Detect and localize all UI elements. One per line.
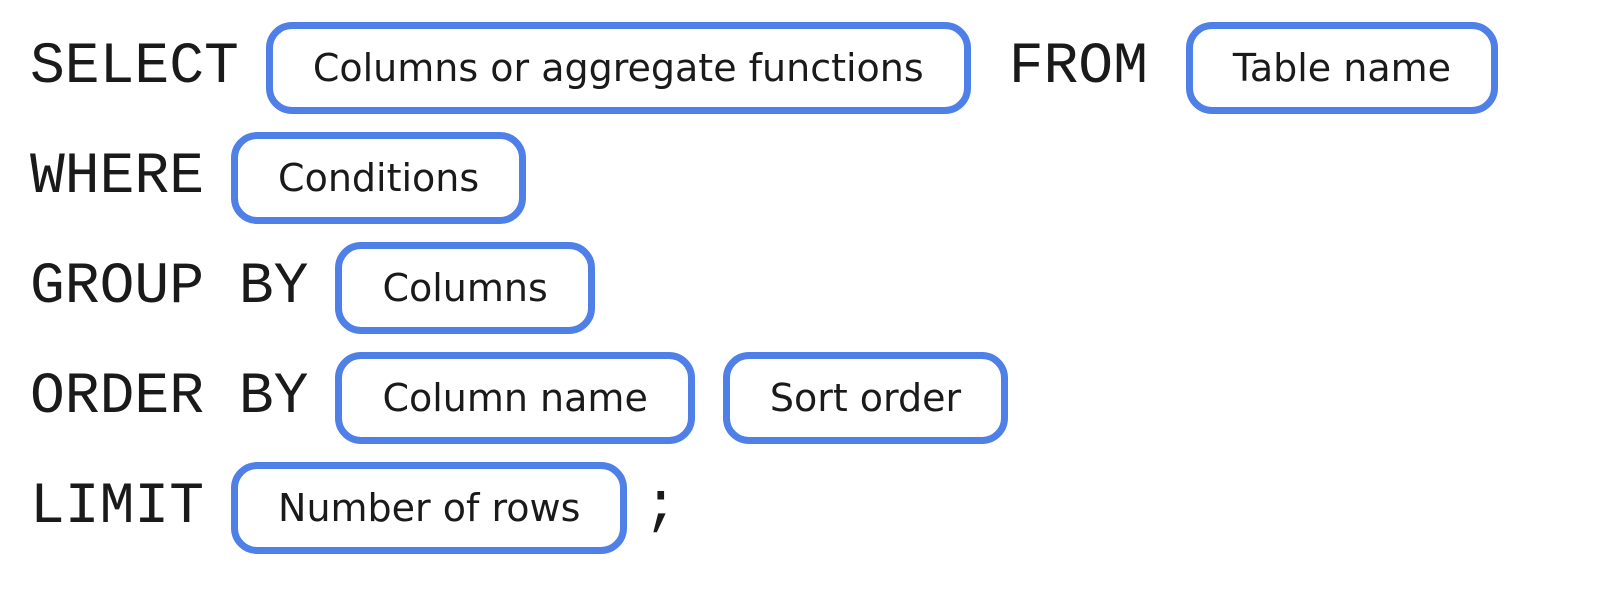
order-by-column-placeholder-label: Column name — [382, 376, 648, 420]
statement-terminator: ; — [643, 475, 679, 540]
group-by-columns-placeholder-label: Columns — [382, 266, 548, 310]
sort-order-placeholder-label: Sort order — [769, 376, 962, 420]
keyword-order-by: ORDER BY — [30, 365, 309, 430]
conditions-placeholder-label: Conditions — [278, 156, 480, 200]
conditions-placeholder: Conditions — [231, 132, 527, 224]
clause-where: WHERE Conditions — [30, 132, 1600, 224]
keyword-from: FROM — [1008, 35, 1148, 100]
keyword-limit: LIMIT — [30, 475, 205, 540]
table-name-placeholder: Table name — [1185, 22, 1499, 114]
clause-limit: LIMIT Number of rows ; — [30, 462, 1600, 554]
row-limit-placeholder-label: Number of rows — [278, 486, 581, 530]
group-by-columns-placeholder: Columns — [335, 242, 595, 334]
table-name-placeholder-label: Table name — [1232, 46, 1452, 90]
clause-group-by: GROUP BY Columns — [30, 242, 1600, 334]
order-by-column-placeholder: Column name — [335, 352, 695, 444]
keyword-group-by: GROUP BY — [30, 255, 309, 320]
sort-order-placeholder: Sort order — [722, 352, 1009, 444]
select-columns-placeholder: Columns or aggregate functions — [265, 22, 971, 114]
keyword-select: SELECT — [30, 35, 239, 100]
clause-select: SELECT Columns or aggregate functions FR… — [30, 22, 1600, 114]
keyword-where: WHERE — [30, 145, 205, 210]
select-columns-placeholder-label: Columns or aggregate functions — [312, 46, 924, 90]
row-limit-placeholder: Number of rows — [231, 462, 628, 554]
clause-order-by: ORDER BY Column name Sort order — [30, 352, 1600, 444]
